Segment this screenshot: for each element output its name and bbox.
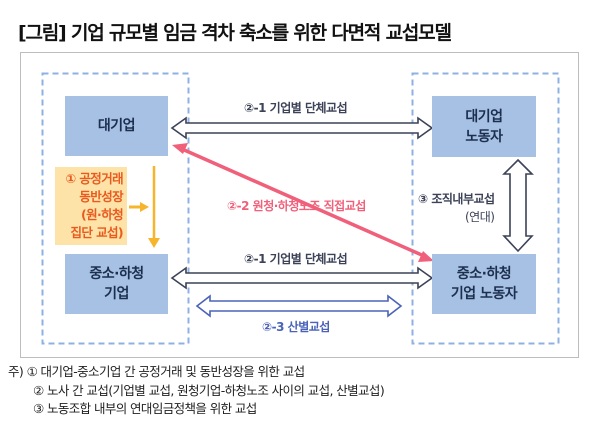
label-direct-bargaining: ②-2 원청·하청노조 직접교섭 [227, 199, 366, 213]
node-large-firm: 대기업 [65, 96, 168, 156]
node-sme-line1: 중소·하청 [89, 266, 144, 282]
fair-trade-line2: 동반성장 [79, 189, 123, 204]
node-sme-workers: 중소·하청 기업 노동자 [432, 254, 536, 314]
fair-trade-line3: (원·하청 [81, 207, 124, 222]
node-large-firm-workers-line2: 노동자 [465, 128, 503, 145]
label-industry-bargaining: ②-3 산별교섭 [262, 320, 330, 334]
node-sme-workers-line2: 기업 노동자 [450, 286, 518, 302]
industry-bargaining-arrow [195, 294, 403, 318]
direct-bargaining-head-top [172, 143, 188, 154]
node-sme-workers-line1: 중소·하청 [456, 266, 512, 282]
label-bottom-enterprise-bargaining: ②-1 기업별 단체교섭 [244, 252, 348, 266]
fair-trade-line4: 집단 교섭) [70, 225, 124, 240]
node-large-firm-workers-line1: 대기업 [465, 108, 503, 125]
diagram-frame [20, 52, 579, 358]
footnotes: 주) ① 대기업-중소기업 간 공정거래 및 동반성장을 위한 교섭 ② 노사 … [8, 363, 385, 419]
internal-bargaining-arrow [502, 158, 534, 253]
direct-bargaining-head-bottom [418, 251, 434, 262]
label-top-enterprise-bargaining: ②-1 기업별 단체교섭 [244, 101, 348, 115]
node-large-firm-workers: 대기업 노동자 [432, 96, 536, 157]
direct-bargaining-line [181, 147, 425, 258]
footnote-3: ③ 노동조합 내부의 연대임금정책을 위한 교섭 [33, 401, 257, 416]
footnote-1-text: ① 대기업-중소기업 간 공정거래 및 동반성장을 위한 교섭 [26, 364, 306, 379]
footnote-2: ② 노사 간 교섭(기업별 교섭, 원청기업-하청노조 사이의 교섭, 산별교섭… [33, 382, 385, 398]
top-enterprise-bargaining-arrow [170, 116, 434, 140]
footnote-prefix: 주) [8, 364, 24, 379]
footnote-1: 주) ① 대기업-중소기업 간 공정거래 및 동반성장을 위한 교섭 [8, 363, 384, 382]
label-internal-solidarity: (연대) [465, 210, 495, 224]
node-sme: 중소·하청 기업 [65, 254, 168, 314]
node-large-firm-label: 대기업 [97, 118, 136, 134]
fair-trade-line1: ① 공정거래 [65, 171, 124, 186]
figure-title: [그림] 기업 규모별 임금 격차 축소를 위한 다면적 교섭모델 [18, 22, 452, 44]
node-sme-line2: 기업 [104, 286, 129, 302]
fair-trade-box: ① 공정거래 동반성장 (원·하청 집단 교섭) [55, 167, 127, 245]
label-internal-bargaining: ③ 조직내부교섭 [418, 192, 495, 206]
bottom-enterprise-bargaining-arrow [170, 266, 434, 290]
fair-trade-down-head [148, 238, 160, 248]
worker-group-box [411, 72, 560, 345]
fair-trade-right-head [140, 202, 149, 212]
employer-group-box [41, 72, 190, 345]
